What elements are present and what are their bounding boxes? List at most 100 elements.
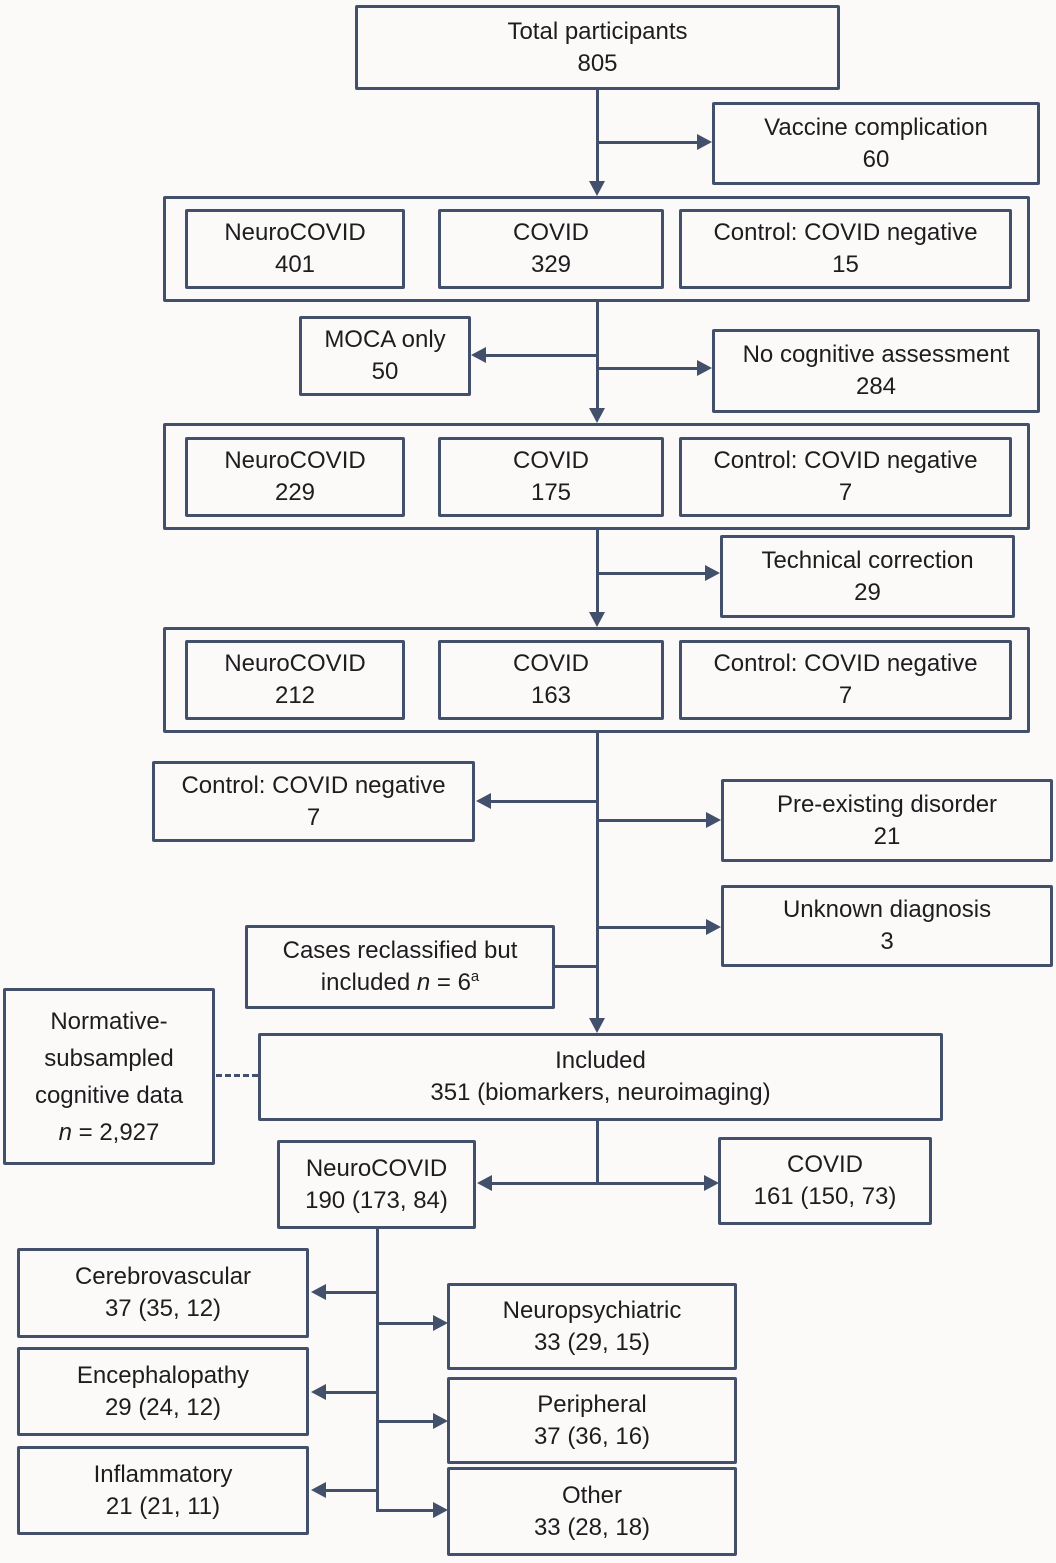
box-value: 29 (24, 12) [104,1393,222,1421]
arrowhead-left-icon [476,793,491,809]
connector-to-neuropsychiatric [379,1322,434,1325]
box-value: 229 [274,479,316,506]
box-normative-subsample: Normative- subsampled cognitive data n =… [3,988,215,1165]
connector-to-moca [484,354,597,357]
box-label: Cases reclassified but [282,937,518,964]
box-value: 161 (150, 73) [753,1183,897,1210]
box-no-cognitive-assessment: No cognitive assessment 284 [712,329,1040,413]
box-total-participants: Total participants 805 [355,5,840,90]
box-label: Unknown diagnosis [782,896,992,923]
box-label: Inflammatory [93,1460,233,1488]
connector-to-inflammatory [324,1489,376,1492]
box-label: subsampled [44,1044,174,1072]
box-label: Cerebrovascular [74,1263,252,1290]
box-label: Technical correction [761,546,974,574]
box-label: NeuroCOVID [305,1154,448,1182]
box-vaccine-complication: Vaccine complication 60 [712,102,1040,185]
box-value: 15 [832,251,859,278]
connector-to-other [379,1509,434,1512]
arrowhead-left-icon [471,347,486,363]
box-value: 401 [274,251,316,278]
arrowhead-down-icon [589,1018,605,1033]
arrowhead-left-icon [311,1384,326,1400]
box-row3-control: Control: COVID negative 7 [679,640,1012,720]
connector-total-to-row1 [596,90,599,182]
box-label: Peripheral [537,1390,647,1418]
group-row3 [163,627,1030,733]
box-unknown-diagnosis: Unknown diagnosis 3 [721,885,1053,967]
connector-to-no-cognitive [597,367,698,370]
box-label: Total participants [507,17,688,45]
box-row2-neurocovid: NeuroCOVID 229 [185,437,405,517]
box-label: MOCA only [324,326,446,353]
connector-row3-to-included [596,733,599,1019]
connector-included-to-split [596,1121,599,1184]
connector-row2-to-row3 [596,530,599,613]
arrowhead-right-icon [433,1315,448,1331]
box-value: 175 [530,479,572,506]
box-technical-correction: Technical correction 29 [720,535,1015,618]
box-row2-covid: COVID 175 [438,437,664,517]
box-value: 351 (biomarkers, neuroimaging) [430,1079,771,1106]
box-value: 29 [854,578,881,606]
box-label: COVID [512,219,589,246]
box-encephalopathy: Encephalopathy 29 (24, 12) [17,1347,309,1436]
box-value: included n = 6a [320,969,480,996]
box-row3-covid: COVID 163 [438,640,664,720]
box-value: 805 [577,49,618,77]
box-control-excluded: Control: COVID negative 7 [152,761,475,842]
box-label: NeuroCOVID [224,447,366,474]
box-value: 163 [530,682,572,709]
box-label: Normative- [50,1007,168,1035]
group-row2 [163,423,1030,530]
arrowhead-right-icon [433,1502,448,1518]
connector-split-horizontal [490,1182,706,1185]
box-row1-covid: COVID 329 [438,209,664,289]
box-neuropsychiatric: Neuropsychiatric 33 (29, 15) [447,1283,737,1370]
arrowhead-down-icon [589,181,605,196]
box-label: NeuroCOVID [224,650,366,677]
box-value: 7 [838,479,853,506]
box-row1-control: Control: COVID negative 15 [679,209,1012,289]
connector-to-control-excluded [489,800,597,803]
arrowhead-down-icon [589,612,605,627]
box-value: 7 [306,803,321,831]
box-other: Other 33 (28, 18) [447,1467,737,1556]
box-row1-neurocovid: NeuroCOVID 401 [185,209,405,289]
box-value: 190 (173, 84) [305,1186,448,1214]
arrowhead-left-icon [477,1175,492,1191]
arrowhead-left-icon [311,1284,326,1300]
arrowhead-right-icon [697,134,712,150]
box-cerebrovascular: Cerebrovascular 37 (35, 12) [17,1248,309,1338]
connector-to-unknown [597,926,706,929]
box-value: 21 (21, 11) [105,1492,221,1520]
box-label: Neuropsychiatric [502,1296,682,1324]
box-inflammatory: Inflammatory 21 (21, 11) [17,1446,309,1535]
box-value: 37 (35, 12) [104,1295,222,1322]
box-label: Control: COVID negative [181,771,446,799]
box-label: Included [555,1047,646,1074]
connector-to-cerebrovascular [324,1291,376,1294]
box-value: 33 (29, 15) [533,1328,651,1356]
box-value: 21 [873,822,901,850]
box-peripheral: Peripheral 37 (36, 16) [447,1377,737,1464]
group-row1 [163,196,1030,302]
box-value: 7 [838,682,853,709]
connector-normative-dashed [216,1074,258,1077]
arrowhead-right-icon [706,919,721,935]
box-label: NeuroCOVID [224,219,366,246]
arrowhead-right-icon [706,812,721,828]
box-label: Control: COVID negative [713,447,978,474]
connector-to-peripheral [379,1420,434,1423]
connector-to-vaccine [597,141,699,144]
box-label: Pre-existing disorder [776,790,998,818]
box-preexisting-disorder: Pre-existing disorder 21 [721,779,1053,862]
arrowhead-right-icon [704,1175,719,1191]
box-label: Vaccine complication [764,113,988,141]
arrowhead-right-icon [697,360,712,376]
box-label: No cognitive assessment [742,341,1010,368]
arrowhead-right-icon [705,565,720,581]
box-value: 329 [530,251,572,278]
box-value: 3 [880,928,894,955]
